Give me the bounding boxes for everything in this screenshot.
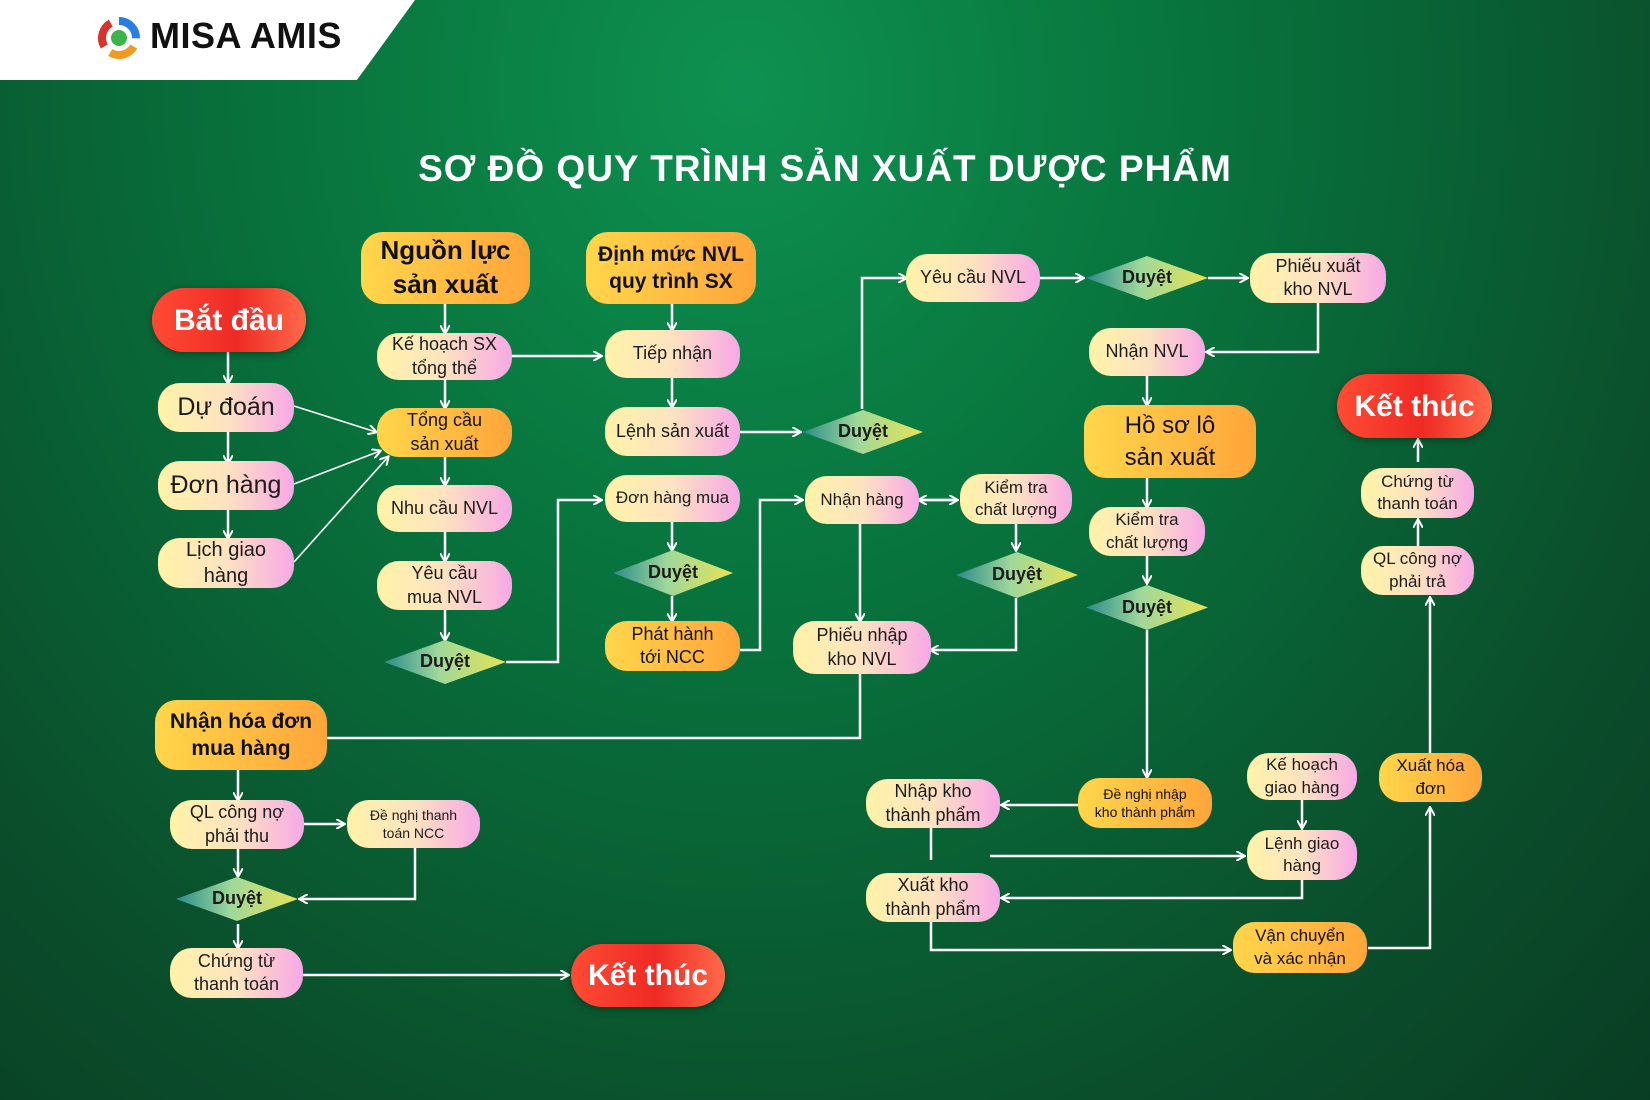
issue-invoice-node[interactable]: Xuất hóa đơn [1379,753,1482,802]
delivery-order-node[interactable]: Lệnh giao hàng [1247,830,1357,880]
edge [293,405,376,432]
payment-voucher-node-left[interactable]: Chứng từ thanh toán [170,948,303,998]
edge [929,922,1230,950]
edge [740,500,802,652]
brand-name: MISA AMIS [150,15,342,56]
material-demand-node[interactable]: Nhu cầu NVL [377,485,512,532]
quality-check-node-2[interactable]: Kiểm tra chất lượng [1089,507,1205,556]
end-node-right[interactable]: Kết thúc [1337,374,1492,438]
material-receipt-voucher-node[interactable]: Phiếu nhập kho NVL [793,621,931,674]
receive-material-node[interactable]: Nhận NVL [1089,328,1205,376]
quality-check-node-1[interactable]: Kiểm tra chất lượng [960,474,1072,524]
accounts-payable-node[interactable]: QL công nợ phải trả [1361,546,1474,595]
logo-badge: MISA AMIS [0,0,415,80]
order-node[interactable]: Đơn hàng [158,461,294,510]
end-node-left[interactable]: Kết thúc [571,944,725,1007]
production-resources-node[interactable]: Nguồn lực sản xuất [361,232,530,304]
production-order-node[interactable]: Lệnh sản xuất [605,407,740,456]
finished-goods-receipt-request-node[interactable]: Đề nghị nhập kho thành phẩm [1078,778,1212,828]
delivery-plan-node[interactable]: Kế hoạch giao hàng [1247,753,1357,800]
purchase-invoice-node[interactable]: Nhận hóa đơn mua hàng [155,700,327,770]
receive-node[interactable]: Tiếp nhận [605,330,740,378]
batch-record-node[interactable]: Hồ sơ lô sản xuất [1084,405,1256,478]
material-request-node[interactable]: Yêu cầu NVL [906,254,1040,302]
supplier-payment-request-node[interactable]: Đề nghị thanh toán NCC [347,800,480,848]
master-plan-node[interactable]: Kế hoạch SX tổng thể [377,333,512,380]
purchase-order-node[interactable]: Đơn hàng mua [605,475,740,522]
accounts-receivable-node[interactable]: QL công nợ phải thu [170,800,304,849]
edge [1002,880,1304,898]
edge [300,848,417,899]
delivery-schedule-node[interactable]: Lịch giao hàng [158,538,294,588]
edge [931,598,1018,650]
edge [1368,808,1430,950]
start-node[interactable]: Bắt đầu [152,288,306,352]
issue-to-supplier-node[interactable]: Phát hành tới NCC [605,621,740,671]
goods-receipt-node[interactable]: Nhận hàng [805,476,919,524]
edge [293,451,380,485]
total-demand-node[interactable]: Tổng cầu sản xuất [377,408,512,457]
finished-goods-receipt-node[interactable]: Nhập kho thành phẩm [866,779,1000,828]
edge [293,457,388,563]
edge [860,278,906,409]
page-title: SƠ ĐỒ QUY TRÌNH SẢN XUẤT DƯỢC PHẨM [418,148,1232,189]
edge [506,500,601,664]
edge [1207,302,1320,352]
payment-voucher-node-right[interactable]: Chứng từ thanh toán [1361,468,1474,518]
finished-goods-issue-node[interactable]: Xuất kho thành phẩm [866,873,1000,922]
misa-ring-logo-icon [98,17,140,59]
material-purchase-request-node[interactable]: Yêu cầu mua NVL [377,561,512,610]
material-norms-node[interactable]: Định mức NVL quy trình SX [586,232,756,304]
forecast-node[interactable]: Dự đoán [158,383,294,432]
material-issue-voucher-node[interactable]: Phiếu xuất kho NVL [1250,253,1386,303]
shipping-confirmation-node[interactable]: Vận chuyển và xác nhận [1233,922,1367,973]
edge [327,674,862,740]
